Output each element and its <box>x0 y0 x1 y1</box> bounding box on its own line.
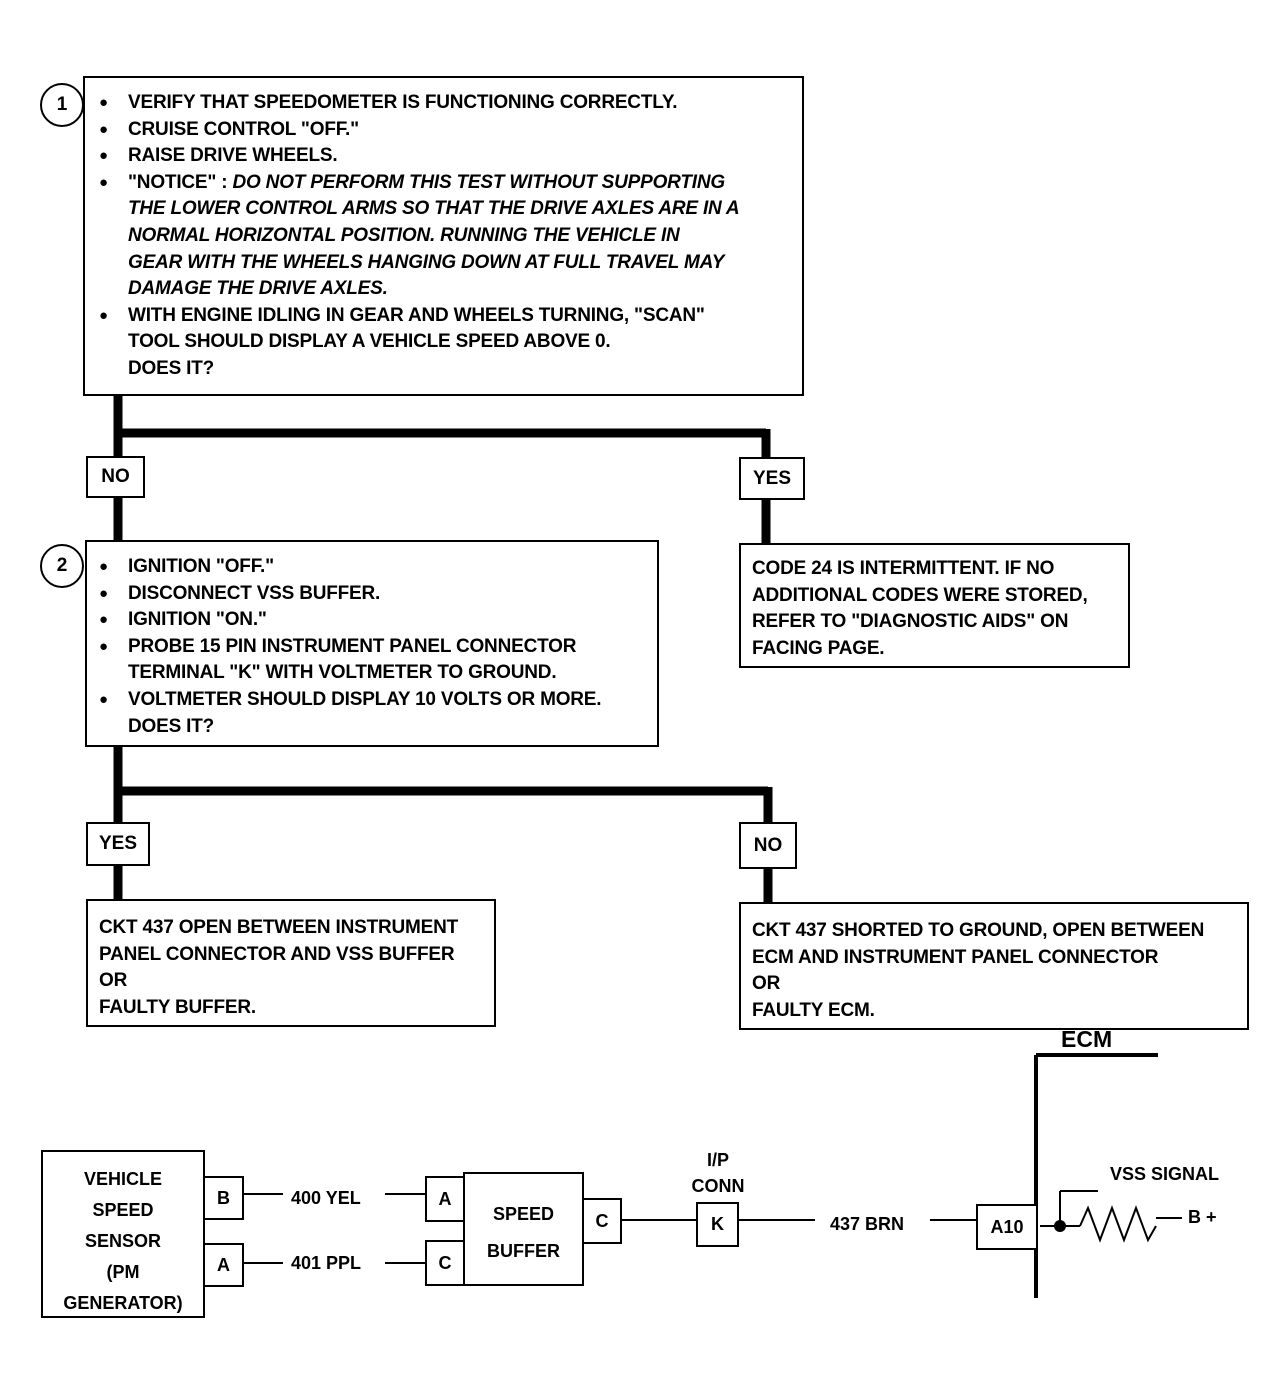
step-1-box: VERIFY THAT SPEEDOMETER IS FUNCTIONING C… <box>83 76 804 396</box>
result-line: OR <box>99 970 128 992</box>
buffer-line: BUFFER <box>487 1241 560 1261</box>
branch-1-yes-label: YES <box>739 457 805 500</box>
buffer-label: SPEED BUFFER <box>465 1196 582 1270</box>
step-2-list: IGNITION "OFF." DISCONNECT VSS BUFFER. I… <box>95 554 651 714</box>
result-line: PANEL CONNECTOR AND VSS BUFFER <box>99 943 455 965</box>
branch-2-no-text: NO <box>753 834 783 856</box>
buffer-pin-c-out: C <box>582 1198 622 1244</box>
step-2-item: DISCONNECT VSS BUFFER. <box>95 581 651 608</box>
branch-1-no-label: NO <box>86 456 145 498</box>
vss-signal-label: VSS SIGNAL <box>1110 1164 1220 1184</box>
pin-label: C <box>438 1252 452 1273</box>
pin-label: K <box>711 1214 724 1234</box>
result-line: CKT 437 OPEN BETWEEN INSTRUMENT <box>99 917 459 938</box>
step-1-number-text: 1 <box>56 94 68 115</box>
result-line: CODE 24 IS INTERMITTENT. IF NO <box>752 558 1055 579</box>
notice-line: GEAR WITH THE WHEELS HANGING DOWN AT FUL… <box>128 251 725 273</box>
pin-label: A10 <box>990 1216 1024 1237</box>
result-line: FAULTY BUFFER. <box>99 996 256 1018</box>
sensor-pin-b: B <box>203 1176 244 1220</box>
result-line: OR <box>752 973 781 995</box>
pin-label: A <box>438 1188 452 1209</box>
branch-1-yes-text: YES <box>752 467 792 489</box>
step-2-number-text: 2 <box>56 555 68 576</box>
ip-conn-line: CONN <box>691 1176 745 1196</box>
sensor-line: (PM <box>106 1262 140 1282</box>
notice-line: THE LOWER CONTROL ARMS SO THAT THE DRIVE… <box>128 198 740 220</box>
notice-label: "NOTICE" : <box>128 171 228 193</box>
sensor-line: GENERATOR) <box>63 1293 183 1313</box>
ecm-label: ECM <box>1061 1026 1113 1052</box>
notice-first-line: DO NOT PERFORM THIS TEST WITHOUT SUPPORT… <box>232 171 726 193</box>
speed-buffer: SPEED BUFFER <box>463 1172 584 1286</box>
step-2-item: IGNITION "ON." <box>95 607 651 634</box>
scan-line: TOOL SHOULD DISPLAY A VEHICLE SPEED ABOV… <box>128 331 611 353</box>
step-2-item: PROBE 15 PIN INSTRUMENT PANEL CONNECTOR … <box>95 634 651 687</box>
step-1-item: RAISE DRIVE WHEELS. <box>95 143 794 170</box>
step-2-number: 2 <box>40 544 84 588</box>
code-24-result-box: CODE 24 IS INTERMITTENT. IF NO ADDITIONA… <box>739 543 1130 668</box>
branch-2-yes-text: YES <box>98 833 138 854</box>
buffer-pin-c-in: C <box>425 1240 465 1286</box>
result-line: ADDITIONAL CODES WERE STORED, <box>752 584 1088 606</box>
ckt-437-open-result-box: CKT 437 OPEN BETWEEN INSTRUMENT PANEL CO… <box>86 899 496 1027</box>
ip-conn-line: I/P <box>706 1150 729 1170</box>
pin-label: B <box>217 1187 230 1208</box>
ip-conn-label: I/P CONN <box>678 1147 758 1199</box>
b-plus-label: B + <box>1188 1207 1217 1227</box>
step-2-question: DOES IT? <box>128 715 215 737</box>
sensor-pin-a: A <box>203 1243 244 1287</box>
wire-437-brn-label: 437 BRN <box>830 1214 905 1234</box>
probe-line: TERMINAL "K" WITH VOLTMETER TO GROUND. <box>128 662 557 684</box>
notice-line: NORMAL HORIZONTAL POSITION. RUNNING THE … <box>128 224 680 246</box>
pin-label: A <box>217 1254 230 1275</box>
pin-label: C <box>595 1210 609 1231</box>
sensor-line: VEHICLE <box>83 1169 162 1189</box>
sensor-label: VEHICLE SPEED SENSOR (PM GENERATOR) <box>43 1164 203 1319</box>
vehicle-speed-sensor: VEHICLE SPEED SENSOR (PM GENERATOR) <box>41 1150 205 1318</box>
step-2-item: VOLTMETER SHOULD DISPLAY 10 VOLTS OR MOR… <box>95 687 651 714</box>
step-1-item: VERIFY THAT SPEEDOMETER IS FUNCTIONING C… <box>95 90 794 117</box>
step-1-list: VERIFY THAT SPEEDOMETER IS FUNCTIONING C… <box>95 90 794 356</box>
result-line: REFER TO "DIAGNOSTIC AIDS" ON <box>752 611 1069 633</box>
ecm-pin-a10: A10 <box>976 1204 1038 1250</box>
branch-2-yes-label: YES <box>86 822 150 866</box>
junction-dot <box>1054 1220 1066 1232</box>
buffer-pin-a: A <box>425 1176 465 1222</box>
scan-line: WITH ENGINE IDLING IN GEAR AND WHEELS TU… <box>128 304 705 326</box>
probe-line: PROBE 15 PIN INSTRUMENT PANEL CONNECTOR <box>128 635 577 657</box>
step-2-box: IGNITION "OFF." DISCONNECT VSS BUFFER. I… <box>85 540 659 747</box>
step-1-question: DOES IT? <box>128 357 215 379</box>
ckt-437-shorted-result-box: CKT 437 SHORTED TO GROUND, OPEN BETWEEN … <box>739 902 1249 1030</box>
sensor-line: SENSOR <box>84 1231 162 1251</box>
ip-conn-pin-k: K <box>696 1202 739 1247</box>
branch-2-no-label: NO <box>739 822 797 869</box>
step-1-number: 1 <box>40 83 84 127</box>
step-1-item: CRUISE CONTROL "OFF." <box>95 117 794 144</box>
buffer-line: SPEED <box>492 1204 555 1224</box>
wire-401-ppl-label: 401 PPL <box>291 1253 362 1273</box>
wire-400-yel-label: 400 YEL <box>291 1188 361 1208</box>
result-line: FAULTY ECM. <box>752 999 875 1021</box>
branch-1-no-text: NO <box>101 466 130 487</box>
result-line: FACING PAGE. <box>752 637 885 659</box>
step-1-notice: "NOTICE" : DO NOT PERFORM THIS TEST WITH… <box>95 170 794 303</box>
sensor-line: SPEED <box>92 1200 154 1220</box>
result-line: ECM AND INSTRUMENT PANEL CONNECTOR <box>752 946 1159 968</box>
step-1-item: WITH ENGINE IDLING IN GEAR AND WHEELS TU… <box>95 303 794 356</box>
step-2-item: IGNITION "OFF." <box>95 554 651 581</box>
result-line: CKT 437 SHORTED TO GROUND, OPEN BETWEEN <box>752 920 1205 941</box>
notice-line: DAMAGE THE DRIVE AXLES. <box>128 278 388 300</box>
